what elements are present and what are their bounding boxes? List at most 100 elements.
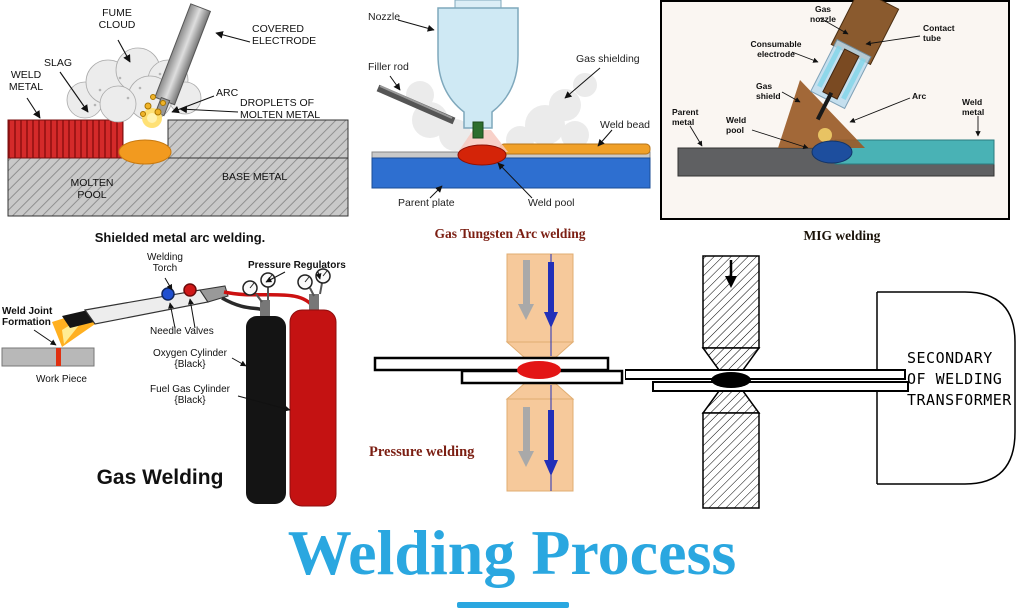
smaw-arc-core bbox=[147, 113, 157, 123]
gas-torch-tip bbox=[62, 310, 94, 328]
pressure-blue-arrow-bottom bbox=[548, 410, 554, 462]
resistance-force-arrowhead bbox=[725, 276, 737, 288]
smaw-droplets-shape bbox=[140, 94, 166, 117]
mig-frame bbox=[660, 0, 1010, 220]
mig-torch-shape bbox=[810, 0, 900, 121]
resistance-secondary-line2: OF WELDING bbox=[907, 370, 1003, 388]
gas-needle-valve-red bbox=[183, 283, 197, 297]
cropped-text-fragment bbox=[457, 602, 569, 608]
smaw-weld-metal-band bbox=[7, 119, 124, 159]
mig-weld-pool-shape bbox=[811, 140, 853, 164]
pressure-gray-arrow-bottom bbox=[523, 407, 530, 453]
mig-label-arc: Arc bbox=[912, 91, 927, 101]
pressure-bottom-electrode bbox=[505, 382, 575, 492]
resistance-top-plate bbox=[625, 369, 906, 380]
mig-label-parent-metal: Parent metal bbox=[672, 107, 699, 127]
gas-fuel-cylinder-shape bbox=[289, 309, 337, 507]
smaw-label-covered-electrode: COVERED ELECTRODE bbox=[252, 23, 317, 47]
pressure-weld-nugget bbox=[517, 361, 561, 379]
smaw-label-weld-metal: WELD METAL bbox=[8, 69, 44, 93]
smaw-leader-lines bbox=[26, 31, 251, 119]
pressure-welding-panel: Pressure welding bbox=[365, 252, 625, 520]
gtaw-label-filler-rod: Filler rod bbox=[368, 61, 409, 73]
gtaw-leader-lines bbox=[389, 19, 613, 199]
smaw-label-molten-pool: MOLTEN POOL bbox=[70, 177, 114, 201]
gas-regulator-gauges bbox=[242, 268, 331, 296]
mig-leader-lines bbox=[689, 17, 981, 150]
resistance-secondary-line1: SECONDARY bbox=[907, 349, 993, 367]
resistance-bottom-electrode bbox=[702, 412, 760, 509]
gas-oxygen-cylinder-shape bbox=[246, 316, 286, 504]
gas-label-weld-joint-formation: Weld Joint Formation bbox=[2, 306, 53, 329]
pressure-top-electrode bbox=[505, 253, 575, 359]
gas-hose-red bbox=[223, 290, 316, 310]
resistance-top-electrode-tip bbox=[701, 347, 761, 371]
mig-panel: Gas nozzle Contact tube Consumable elect… bbox=[660, 0, 1024, 252]
gtaw-label-nozzle: Nozzle bbox=[368, 11, 401, 23]
gas-hose-black bbox=[221, 296, 268, 315]
pressure-blue-arrow-top bbox=[548, 262, 554, 314]
mig-drawing bbox=[660, 0, 1010, 220]
gtaw-weld-bead-shape bbox=[499, 143, 651, 155]
pressure-welding-drawing bbox=[373, 253, 624, 492]
resistance-welding-panel: SECONDARY OF WELDING TRANSFORMER bbox=[625, 252, 1024, 520]
mig-label-consumable-electrode: Consumable electrode bbox=[750, 39, 802, 59]
smaw-molten-pool-shape bbox=[118, 139, 172, 165]
mig-label-weld-pool: Weld pool bbox=[726, 115, 747, 135]
gas-label-welding-torch: Welding Torch bbox=[147, 252, 183, 275]
smaw-label-fume-cloud: FUME CLOUD bbox=[98, 7, 136, 31]
gas-weld-joint-seam bbox=[56, 348, 61, 366]
gtaw-panel: Nozzle Filler rod Gas shielding Weld bea… bbox=[360, 0, 660, 252]
gas-valve-red-cyl bbox=[309, 294, 319, 310]
page-title: Welding Process bbox=[287, 517, 737, 588]
gtaw-label-gas-shielding: Gas shielding bbox=[576, 53, 640, 65]
smaw-label-slag: SLAG bbox=[44, 57, 73, 69]
gtaw-filler-rod-highlight bbox=[379, 85, 453, 119]
mig-label-gas-shield: Gas shield bbox=[756, 81, 781, 101]
gas-work-piece-shape bbox=[1, 347, 95, 367]
gtaw-label-parent-plate: Parent plate bbox=[398, 197, 455, 209]
gas-label-oxygen-cylinder: Oxygen Cylinder {Black} bbox=[153, 348, 227, 371]
gtaw-label-weld-bead: Weld bead bbox=[600, 119, 651, 131]
gas-welding-caption: Gas Welding bbox=[96, 466, 224, 489]
gas-regulator-stubs bbox=[255, 282, 323, 303]
resistance-secondary-line3: TRANSFORMER bbox=[907, 391, 1012, 409]
mig-label-weld-metal: Weld metal bbox=[962, 97, 985, 117]
resistance-bottom-electrode-tip bbox=[701, 390, 761, 414]
pressure-gray-arrowhead-bottom bbox=[518, 451, 534, 467]
mig-arc-shape bbox=[818, 128, 832, 142]
resistance-welding-drawing bbox=[625, 255, 1016, 509]
pressure-top-plate bbox=[373, 356, 610, 372]
resistance-weld-nugget bbox=[711, 372, 751, 388]
gtaw-label-weld-pool: Weld pool bbox=[528, 197, 575, 209]
resistance-bottom-plate bbox=[652, 381, 909, 392]
gtaw-weld-pool-shape bbox=[457, 144, 507, 166]
gtaw-caption: Gas Tungsten Arc welding bbox=[434, 226, 586, 241]
gas-label-pressure-regulators: Pressure Regulators bbox=[248, 260, 346, 271]
gas-label-fuel-gas-cylinder: Fuel Gas Cylinder {Black} bbox=[149, 384, 231, 407]
gas-welding-drawing bbox=[1, 268, 337, 507]
smaw-label-droplets: DROPLETS OF MOLTEN METAL bbox=[240, 97, 321, 121]
pressure-blue-arrowhead-bottom bbox=[544, 460, 558, 476]
pressure-welding-caption: Pressure welding bbox=[369, 444, 475, 460]
gtaw-drawing bbox=[371, 0, 651, 199]
resistance-secondary-label: SECONDARY OF WELDING TRANSFORMER bbox=[907, 348, 1012, 411]
smaw-drawing bbox=[7, 3, 349, 217]
gtaw-filler-rod-shape bbox=[376, 84, 456, 125]
mig-caption: MIG welding bbox=[803, 228, 881, 243]
gtaw-tungsten-electrode bbox=[472, 121, 484, 139]
pressure-blue-arrowhead-top bbox=[544, 312, 558, 328]
gas-label-needle-valves: Needle Valves bbox=[150, 326, 214, 337]
pressure-gray-arrow-top bbox=[523, 260, 530, 306]
gas-leader-lines bbox=[33, 271, 322, 412]
gas-valve-black-cyl bbox=[260, 300, 270, 316]
gas-torch-connector bbox=[199, 285, 229, 303]
smaw-label-arc: ARC bbox=[216, 87, 239, 99]
pressure-gray-arrowhead-top bbox=[518, 304, 534, 320]
smaw-base-metal-block bbox=[7, 157, 349, 217]
mig-label-gas-nozzle: Gas nozzle bbox=[810, 4, 836, 24]
smaw-label-base-metal: BASE METAL bbox=[222, 171, 288, 183]
gtaw-parent-plate-shape bbox=[371, 157, 651, 189]
gas-welding-panel: Welding Torch Needle Valves Pressure Reg… bbox=[0, 252, 365, 520]
